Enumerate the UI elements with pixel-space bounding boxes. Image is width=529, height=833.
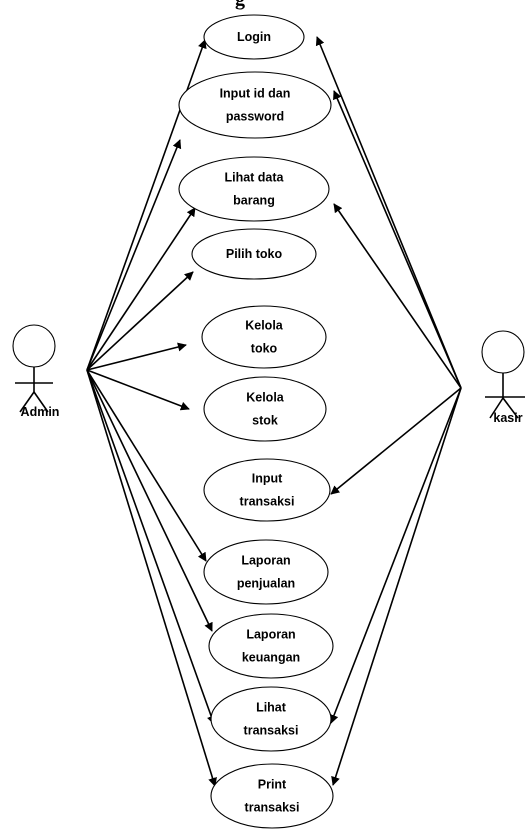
use-case-pilih-toko-ellipse xyxy=(191,228,317,280)
actor-admin-label: Admin xyxy=(21,405,60,419)
use-case-kelola-stok-label: Kelola xyxy=(246,391,285,405)
actor-admin: Admin xyxy=(12,324,60,419)
use-case-lihat-data-barang-label: barang xyxy=(233,194,275,208)
association-admin-kelola-toko xyxy=(86,342,187,371)
association-kasir-input-id-dan-password xyxy=(333,90,462,389)
actor-kasir: kasir xyxy=(481,330,525,425)
actor-kasir-leg-left xyxy=(489,397,504,419)
actor-admin-leg-left xyxy=(19,391,35,413)
use-case-lihat-transaksi-ellipse xyxy=(210,686,332,752)
association-kasir-lihat-data-barang xyxy=(333,203,462,389)
use-case-laporan-keuangan-label: keuangan xyxy=(242,651,300,665)
use-case-pilih-toko-label: Pilih toko xyxy=(226,247,283,261)
use-case-input-id-dan-password-ellipse xyxy=(178,71,332,139)
use-case-print-transaksi-label: Print xyxy=(258,778,287,792)
use-case-pilih-toko: Pilih toko xyxy=(191,228,317,280)
association-admin-lihat-data-barang xyxy=(86,207,196,371)
diagram-title-fragment: g xyxy=(235,0,245,10)
association-kasir-login xyxy=(315,36,462,389)
use-case-input-transaksi: Input transaksi xyxy=(203,458,331,522)
use-case-input-transaksi-ellipse xyxy=(203,458,331,522)
association-kasir-print-transaksi xyxy=(331,387,462,786)
association-admin-laporan-penjualan xyxy=(86,369,207,562)
use-case-kelola-toko-label: Kelola xyxy=(245,319,284,333)
use-case-lihat-transaksi-label: Lihat xyxy=(256,701,287,715)
actor-admin-leg-right xyxy=(33,391,49,413)
use-case-laporan-keuangan-ellipse xyxy=(208,613,334,679)
actor-admin-head xyxy=(12,324,56,368)
use-case-lihat-data-barang: Lihat data barang xyxy=(178,156,330,222)
use-case-print-transaksi-ellipse xyxy=(210,763,334,829)
association-admin-lihat-transaksi xyxy=(86,369,216,725)
use-case-input-transaksi-label: Input xyxy=(252,472,283,486)
use-case-print-transaksi-label: transaksi xyxy=(245,801,300,815)
use-case-lihat-transaksi-label: transaksi xyxy=(244,724,299,738)
association-admin-input-id-dan-password xyxy=(86,139,182,371)
use-case-laporan-penjualan: Laporan penjualan xyxy=(203,539,329,605)
use-case-kelola-stok: Kelola stok xyxy=(203,376,327,442)
actor-kasir-label: kasir xyxy=(493,411,522,425)
use-case-laporan-penjualan-label: penjualan xyxy=(237,577,295,591)
use-case-laporan-penjualan-ellipse xyxy=(203,539,329,605)
use-case-input-id-dan-password-label: Input id dan xyxy=(220,87,291,101)
association-admin-print-transaksi xyxy=(86,369,217,787)
use-case-print-transaksi: Print transaksi xyxy=(210,763,334,829)
use-case-login-label: Login xyxy=(237,30,271,44)
use-case-lihat-data-barang-label: Lihat data xyxy=(224,171,284,185)
use-case-kelola-toko-ellipse xyxy=(201,305,327,369)
use-case-lihat-data-barang-ellipse xyxy=(178,156,330,222)
associations xyxy=(86,36,462,787)
actor-kasir-head xyxy=(481,330,525,374)
use-case-input-id-dan-password: Input id dan password xyxy=(178,71,332,139)
use-case-laporan-penjualan-label: Laporan xyxy=(241,554,290,568)
association-admin-laporan-keuangan xyxy=(86,369,213,632)
use-case-kelola-toko: Kelola toko xyxy=(201,305,327,369)
use-case-login: Login xyxy=(203,14,305,60)
use-case-kelola-stok-label: stok xyxy=(252,414,278,428)
use-case-input-id-dan-password-label: password xyxy=(226,110,284,124)
use-case-input-transaksi-label: transaksi xyxy=(240,495,295,509)
use-case-laporan-keuangan-label: Laporan xyxy=(246,628,295,642)
use-case-kelola-stok-ellipse xyxy=(203,376,327,442)
use-case-kelola-toko-label: toko xyxy=(251,342,278,356)
use-case-login-ellipse xyxy=(203,14,305,60)
association-admin-pilih-toko xyxy=(86,271,194,371)
association-admin-kelola-stok xyxy=(86,369,190,411)
use-case-lihat-transaksi: Lihat transaksi xyxy=(210,686,332,752)
association-kasir-lihat-transaksi xyxy=(329,387,462,724)
use-case-laporan-keuangan: Laporan keuangan xyxy=(208,613,334,679)
actor-kasir-leg-right xyxy=(502,397,519,419)
association-kasir-input-transaksi xyxy=(330,387,462,495)
